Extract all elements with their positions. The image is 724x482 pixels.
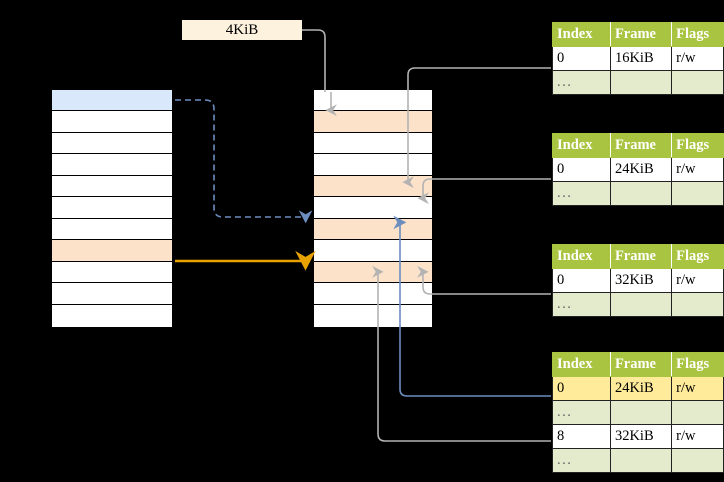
physical-frame-row-2 [314,132,432,155]
physical-frame-row-4 [314,175,432,198]
cell-index: 0 [552,376,611,401]
virtual-page-row-5 [52,197,172,219]
table-row[interactable]: ... [552,181,724,206]
cell-index: ... [552,292,611,317]
cell-frame: 16KiB [609,46,673,71]
physical-memory-column [313,89,433,328]
column-header-index: Index [552,22,611,47]
virtual-page-row-4 [52,175,172,198]
table-row[interactable]: ... [552,448,724,473]
wire-virtual-page-to-frame-dashed [175,99,313,224]
table-row[interactable]: ... [552,400,724,425]
cell-frame [609,70,673,95]
cell-flags [671,292,724,317]
cell-flags: r/w [671,268,724,293]
wire-table3-to-frame [417,265,551,295]
cell-flags: r/w [671,46,724,71]
column-header-index: Index [552,133,611,158]
virtual-page-row-9 [52,283,172,305]
virtual-page-row-1 [52,111,172,133]
cell-frame: 24KiB [609,157,673,182]
column-header-flags: Flags [671,244,724,269]
cell-flags [671,400,724,425]
wire-table2-to-frame [417,178,551,205]
column-header-frame: Frame [609,244,673,269]
column-header-index: Index [552,352,611,377]
physical-frame-row-1 [314,111,432,133]
cell-index: ... [552,400,611,425]
physical-frame-row-5 [314,197,432,219]
cell-index: 0 [552,268,611,293]
virtual-page-row-7 [52,240,172,262]
cell-frame: 32KiB [609,268,673,293]
physical-frame-row-6 [314,218,432,241]
column-header-frame: Frame [609,352,673,377]
cell-frame: 24KiB [609,376,673,401]
column-header-index: Index [552,244,611,269]
column-header-flags: Flags [671,352,724,377]
page-size-label: 4KiB [182,20,302,40]
physical-frame-row-3 [314,154,432,176]
virtual-page-row-8 [52,261,172,284]
cell-frame [609,400,673,425]
physical-frame-row-9 [314,283,432,305]
table-row[interactable]: ... [552,70,724,95]
column-header-frame: Frame [609,133,673,158]
cell-flags: r/w [671,157,724,182]
cell-flags [671,181,724,206]
cell-index: 8 [552,424,611,449]
column-header-flags: Flags [671,22,724,47]
virtual-page-row-0 [52,90,172,112]
physical-frame-row-7 [314,240,432,262]
cell-flags [671,448,724,473]
cell-flags [671,70,724,95]
virtual-page-row-10 [52,304,172,326]
cell-frame [609,448,673,473]
virtual-page-row-6 [52,218,172,241]
cell-flags: r/w [671,424,724,449]
cell-index: 0 [552,157,611,182]
column-header-flags: Flags [671,133,724,158]
cell-index: ... [552,70,611,95]
column-header-frame: Frame [609,22,673,47]
physical-frame-row-0 [314,90,432,112]
cell-frame [609,181,673,206]
cell-index: ... [552,181,611,206]
table-row[interactable]: ... [552,292,724,317]
cell-index: 0 [552,46,611,71]
cell-frame [609,292,673,317]
virtual-page-row-2 [52,132,172,155]
cell-frame: 32KiB [609,424,673,449]
cell-index: ... [552,448,611,473]
cell-flags: r/w [671,376,724,401]
physical-frame-row-8 [314,261,432,284]
physical-frame-row-10 [314,304,432,326]
virtual-page-row-3 [52,154,172,176]
virtual-address-space-column [51,89,173,328]
